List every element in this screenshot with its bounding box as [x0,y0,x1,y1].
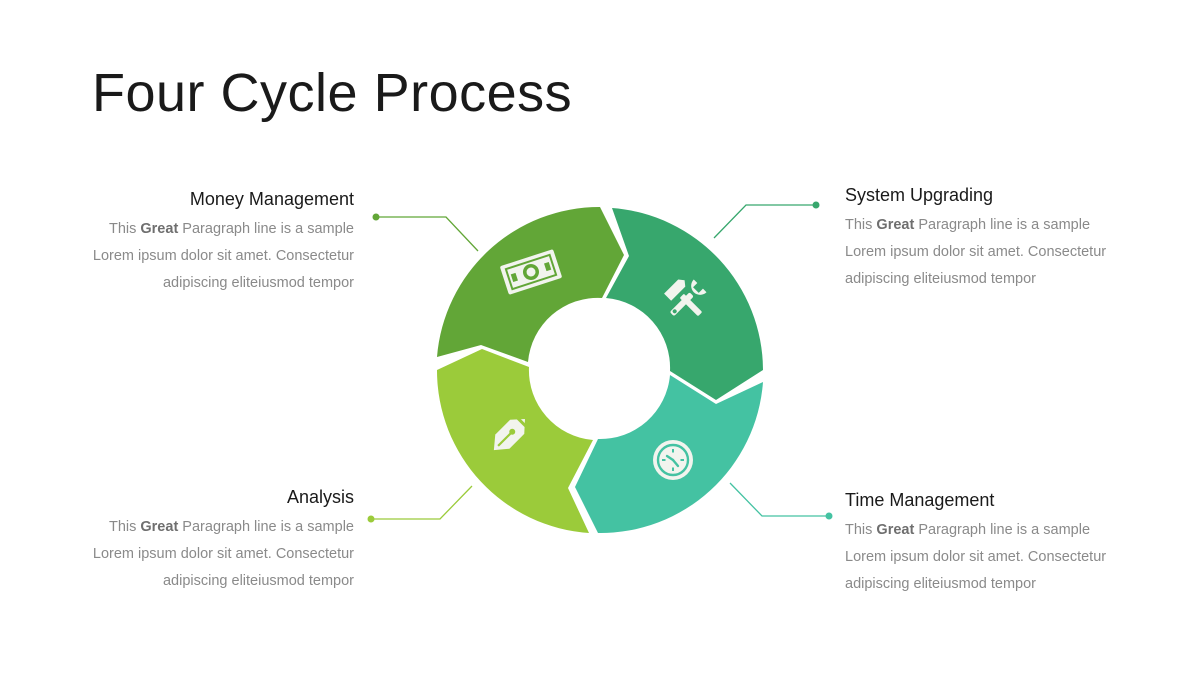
connector-dot-system [812,201,820,209]
time-management-block: Time Management This Great Paragraph lin… [845,490,1115,598]
tools-icon [664,279,707,316]
money-icon [500,249,562,295]
connector-system [713,204,816,239]
system-upgrading-block: System Upgrading This Great Paragraph li… [845,185,1115,293]
analysis-block: Analysis This Great Paragraph line is a … [84,487,354,595]
connector-time [729,482,829,517]
connector-dot-time [825,512,833,520]
pen-icon [493,413,531,451]
connector-dot-analysis [367,515,375,523]
connector-analysis [371,485,473,520]
block-heading: Analysis [286,487,354,507]
block-heading: System Upgrading [845,185,994,205]
connector-money [376,216,479,252]
money-management-block: Money Management This Great Paragraph li… [84,189,354,297]
page-title: Four Cycle Process [92,63,573,123]
clock-icon [653,440,693,480]
block-heading: Money Management [189,189,354,209]
connector-dot-money [372,213,380,221]
block-heading: Time Management [845,490,995,510]
